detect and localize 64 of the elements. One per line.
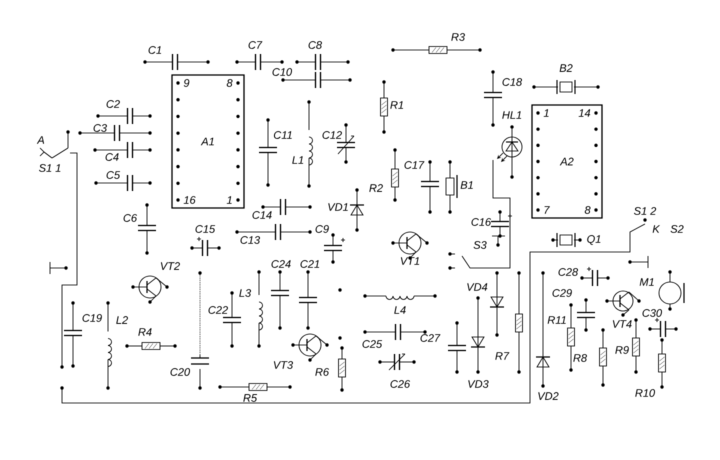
component-label: K bbox=[652, 225, 660, 233]
component-label: M1 bbox=[640, 278, 654, 286]
component-label: C21 bbox=[300, 260, 320, 268]
component-label: S1 2 bbox=[634, 207, 656, 215]
component-label: C5 bbox=[106, 171, 120, 179]
component-label: VT4 bbox=[612, 320, 632, 328]
component-label: Q1 bbox=[587, 235, 600, 245]
component-label: A bbox=[36, 136, 44, 144]
component-label: L4 bbox=[394, 306, 406, 314]
component-label: R2 bbox=[369, 184, 383, 192]
component-label: B1 bbox=[460, 181, 473, 189]
component-label: S2 bbox=[670, 225, 684, 233]
component-label: C26 bbox=[390, 380, 410, 388]
component-label: VT2 bbox=[160, 262, 180, 270]
component-label: C25 bbox=[362, 340, 382, 348]
component-label: VD2 bbox=[538, 392, 559, 400]
component-label: C28 bbox=[558, 268, 578, 276]
component-label: R11 bbox=[548, 316, 566, 324]
component-label: R4 bbox=[138, 328, 152, 336]
component-label: R8 bbox=[573, 354, 587, 362]
component-label: R10 bbox=[635, 389, 655, 397]
component-label: C14 bbox=[252, 211, 272, 219]
component-label: C4 bbox=[106, 153, 119, 161]
component-label: VD1 bbox=[328, 203, 348, 211]
component-label: L1 bbox=[292, 156, 304, 164]
component-label: S1 1 bbox=[39, 164, 60, 172]
component-label: C16 bbox=[472, 218, 492, 226]
component-label: C12 bbox=[322, 131, 342, 139]
component-label: R3 bbox=[451, 33, 465, 41]
component-label: C13 bbox=[240, 236, 260, 244]
component-label: C8 bbox=[308, 41, 322, 49]
component-label: L3 bbox=[239, 289, 252, 297]
component-label: C2 bbox=[106, 100, 120, 108]
component-label: C19 bbox=[82, 314, 102, 322]
component-label: B2 bbox=[560, 64, 573, 72]
component-label: C20 bbox=[170, 368, 190, 376]
component-label: VT3 bbox=[274, 361, 293, 369]
component-label: L2 bbox=[116, 316, 128, 324]
component-label: C15 bbox=[196, 225, 216, 233]
component-label: C11 bbox=[274, 131, 292, 139]
component-label: C7 bbox=[248, 41, 262, 49]
component-label: C6 bbox=[124, 214, 138, 222]
component-label: R1 bbox=[390, 101, 404, 109]
component-label: R5 bbox=[243, 394, 258, 402]
component-label: C1 bbox=[148, 46, 162, 54]
component-label: C27 bbox=[420, 334, 440, 342]
component-label: C29 bbox=[552, 289, 572, 297]
component-label: C24 bbox=[272, 260, 291, 268]
component-label: C22 bbox=[208, 306, 228, 314]
component-label: C30 bbox=[642, 309, 662, 317]
component-label: HL1 bbox=[502, 111, 522, 119]
ic-box: 1 14 A2 7 8 bbox=[531, 104, 603, 219]
component-label: C18 bbox=[502, 78, 522, 86]
component-label: R9 bbox=[615, 346, 629, 354]
component-label: S3 bbox=[474, 241, 487, 249]
component-label: VD4 bbox=[467, 283, 488, 291]
component-label: C17 bbox=[404, 161, 424, 169]
component-label: C3 bbox=[94, 124, 107, 132]
component-label: C9 bbox=[316, 225, 329, 233]
component-label: R7 bbox=[495, 352, 510, 360]
ic-box: 9 8 A1 16 1 bbox=[171, 74, 245, 209]
component-label: VD3 bbox=[468, 380, 489, 388]
component-label: C10 bbox=[272, 68, 292, 76]
component-label: R6 bbox=[315, 368, 330, 376]
